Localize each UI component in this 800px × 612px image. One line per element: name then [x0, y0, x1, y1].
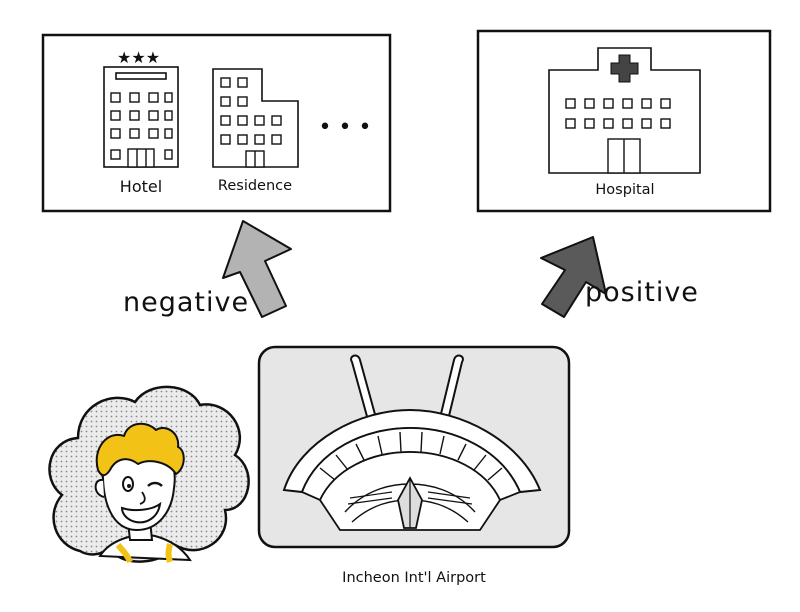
hotel-label: Hotel: [120, 177, 162, 196]
positive-label: positive: [585, 277, 699, 308]
accommodation-box: ★★★ Hotel Residence: [41, 33, 392, 213]
positive-arrow: [540, 236, 607, 318]
hospital-box: Hospital: [476, 29, 772, 213]
residence-label: Residence: [218, 178, 292, 194]
airport-label: Incheon Int'l Airport: [342, 570, 486, 586]
hospital-label: Hospital: [595, 182, 654, 198]
traveler-person-icon: [48, 385, 250, 564]
residence-building-icon: [212, 68, 299, 168]
hotel-stars: ★★★: [117, 48, 160, 67]
hospital-building-icon: [548, 47, 701, 174]
hotel-building-icon: ★★★: [103, 48, 179, 168]
negative-arrow: [222, 220, 292, 318]
airport-terminal-icon: [257, 345, 571, 549]
more-ellipsis: • • •: [319, 115, 372, 140]
negative-label: negative: [123, 287, 249, 318]
